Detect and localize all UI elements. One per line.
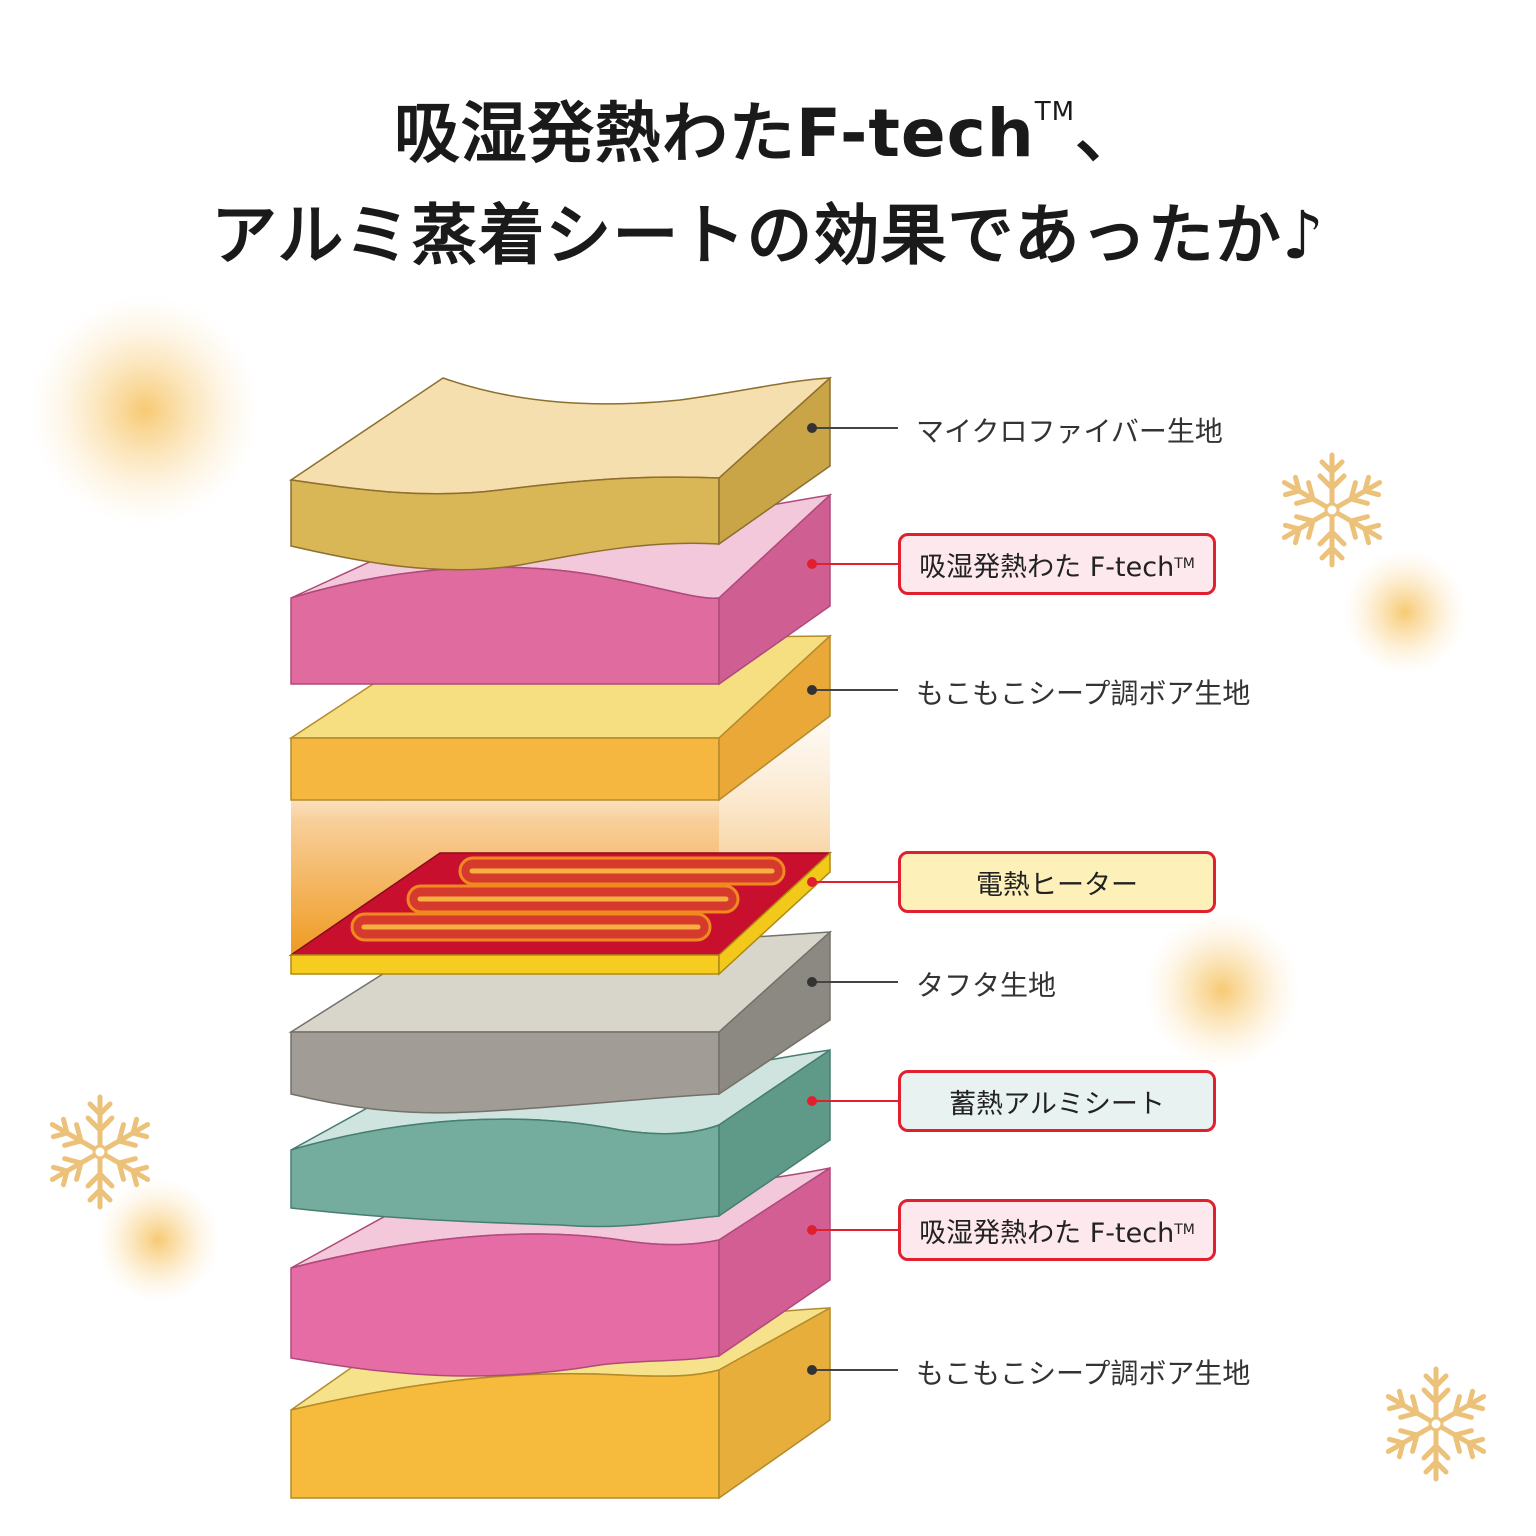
label-taffeta: タフタ生地 — [916, 969, 1057, 1002]
label-ftech-top-mark: TM — [1174, 556, 1195, 572]
label-boa-bottom: もこもこシープ調ボア生地 — [916, 1357, 1251, 1390]
label-aluminum: 蓄熱アルミシート — [898, 1070, 1216, 1132]
glow-decoration — [1343, 550, 1467, 674]
glow-decoration — [96, 1178, 220, 1302]
leader-lines — [807, 423, 898, 1375]
label-heater: 電熱ヒーター — [898, 851, 1216, 913]
glow-decoration — [1144, 912, 1300, 1068]
title-line-1-end: 、 — [1075, 95, 1143, 172]
glow-decoration — [30, 295, 260, 525]
title-line-1: 吸湿発熱わたF-techTM、 — [0, 80, 1536, 176]
title-line-2: アルミ蒸着シートの効果であったか♪ — [211, 197, 1325, 274]
snowflake-icon — [1278, 455, 1385, 565]
label-ftech-bottom-mark: TM — [1174, 1222, 1195, 1238]
trademark-mark: TM — [1034, 97, 1076, 127]
layer-heater — [288, 851, 832, 976]
snowflake-icon — [1382, 1369, 1489, 1479]
label-boa-top: もこもこシープ調ボア生地 — [916, 677, 1251, 710]
label-ftech-bottom-text: 吸湿発熱わた F-tech — [919, 1217, 1175, 1249]
layer-microfiber — [288, 376, 833, 571]
label-microfiber: マイクロファイバー生地 — [916, 415, 1223, 448]
label-ftech-top-text: 吸湿発熱わた F-tech — [919, 551, 1175, 583]
heater-coils — [350, 856, 786, 942]
title-line-1-text: 吸湿発熱わたF-tech — [393, 95, 1035, 172]
